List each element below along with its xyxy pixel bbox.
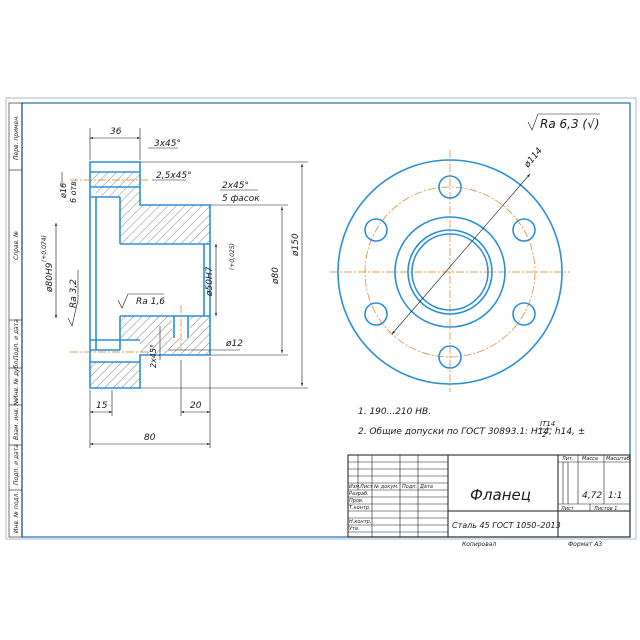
- dim-pcd: ø114: [522, 146, 545, 171]
- tb-role: Т.контр.: [349, 505, 371, 511]
- tb-mass-label: Масса: [582, 456, 598, 462]
- tb-row-date: Дата: [419, 484, 433, 490]
- section-view: 36 3x45° 2,5x45° 2x45° 5 фасок ø16 6 отв…: [41, 127, 308, 448]
- dim-80: 80: [144, 433, 156, 443]
- tb-format: Формат A3: [568, 541, 602, 548]
- tb-role: Пров.: [349, 498, 364, 504]
- dim-d80: ø80: [271, 267, 281, 285]
- dim-d12: ø12: [225, 339, 243, 349]
- stamp-label: Перв. примен.: [13, 115, 20, 160]
- ra-32: Ra 3,2: [69, 279, 79, 308]
- tb-scale-label: Масштаб: [606, 456, 630, 462]
- dim-d80h9-tol: (+0,074): [41, 235, 48, 262]
- stamp-label: Инв. № подл.: [13, 492, 20, 533]
- tb-sheet: Лист: [560, 506, 575, 512]
- general-roughness: Ra 6,3 (√): [527, 113, 600, 131]
- note-2: 2. Общие допуски по ГОСТ 30893.1: H14, h…: [358, 427, 585, 437]
- dim-chamfer-5-note: 5 фасок: [222, 194, 260, 204]
- outer-circle: [337, 159, 563, 385]
- tb-role: Н.контр.: [349, 519, 371, 525]
- tb-row-sign: Подп.: [402, 484, 417, 490]
- ra-16: Ra 1,6: [136, 297, 165, 307]
- dim-chamfer-top: 3x45°: [154, 139, 181, 149]
- note-1: 1. 190...210 HB.: [358, 407, 431, 417]
- dim-15: 15: [96, 401, 108, 411]
- part-name: Фланец: [470, 486, 531, 504]
- dim-d150: ø150: [291, 233, 301, 257]
- tb-scale-value: 1:1: [608, 491, 622, 501]
- side-stamps: Перв. примен. Справ. № Подп. и дата Инв.…: [9, 115, 22, 533]
- note-2-it14: IT14: [540, 420, 555, 428]
- dim-d50h7-tol: (+0,025): [229, 243, 236, 270]
- stamp-label: Справ. №: [13, 231, 20, 260]
- stamp-label: Подп. и дата: [13, 444, 20, 485]
- dim-chamfer-small: 2x45°: [149, 344, 158, 368]
- dim-20: 20: [190, 401, 202, 411]
- dim-d80h9: ø80H9: [45, 262, 55, 293]
- dim-36: 36: [110, 127, 122, 137]
- dim-chamfer-5: 2x45°: [222, 181, 249, 191]
- tb-mass-value: 4,72: [582, 491, 602, 501]
- stamp-label: Взам. инв. №: [13, 399, 20, 440]
- tb-lit: Лит.: [561, 456, 574, 462]
- roughness-label: Ra 6,3 (√): [540, 117, 599, 131]
- title-block: Изм. Лист № докум. Подп. Дата Разраб. Пр…: [347, 454, 631, 548]
- material: Сталь 45 ГОСТ 1050–2013: [452, 521, 561, 530]
- dim-d16-note: 6 отв.: [69, 179, 78, 203]
- tb-role: Разраб.: [349, 491, 369, 497]
- tech-notes: 1. 190...210 HB. 2. Общие допуски по ГОС…: [358, 407, 585, 439]
- tb-role: Утв.: [349, 526, 360, 532]
- front-view: ø114: [330, 146, 570, 392]
- tb-row-list: Лист: [359, 484, 374, 490]
- dim-d50h7: ø50H7: [205, 266, 215, 297]
- tb-row-doc: № докум.: [373, 484, 399, 490]
- tb-row-izm: Изм.: [349, 484, 361, 490]
- dim-chamfer-mid: 2,5x45°: [156, 171, 192, 181]
- stamp-label: Подп. и дата: [13, 319, 20, 360]
- dim-d16: ø16: [59, 183, 68, 199]
- stamp-label: Инв. № дубл.: [13, 359, 20, 400]
- tb-copied: Копировал: [462, 541, 496, 548]
- tb-sheets: Листов 1: [593, 506, 617, 512]
- note-2-denom: 2: [542, 431, 547, 439]
